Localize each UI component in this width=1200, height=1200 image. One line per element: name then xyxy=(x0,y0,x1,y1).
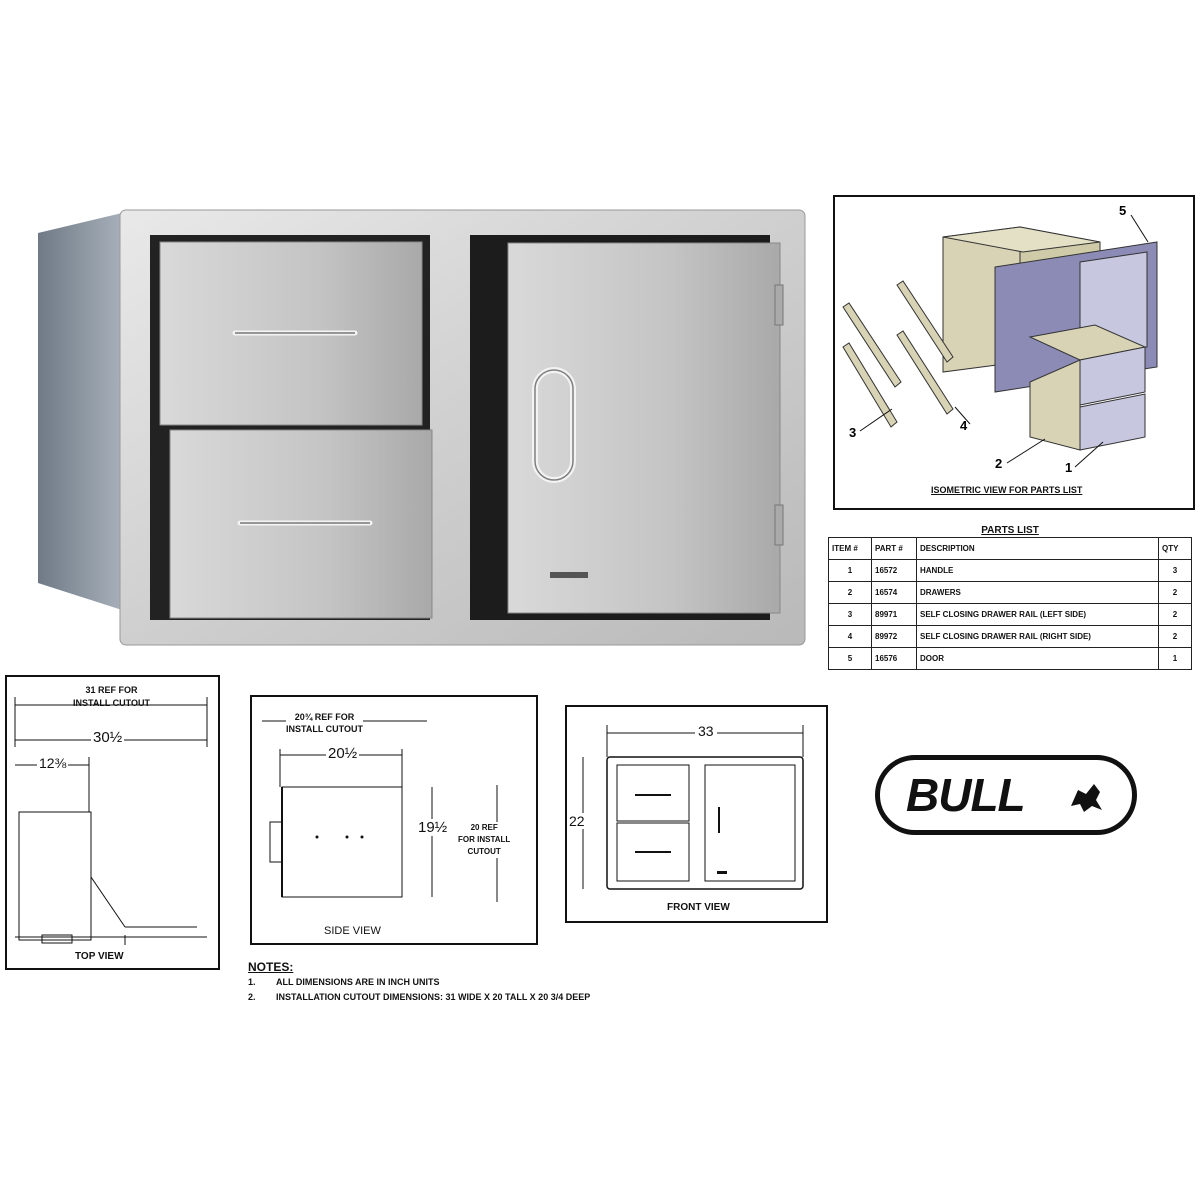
front-height-dim: 22 xyxy=(569,813,585,829)
front-view-drawing xyxy=(582,725,804,890)
notes: NOTES: 1. ALL DIMENSIONS ARE IN INCH UNIT… xyxy=(248,960,590,1005)
cell-item: 4 xyxy=(828,625,872,648)
top-view-drawing xyxy=(14,697,208,945)
rail-left-upper xyxy=(842,302,902,388)
callout-leader-1 xyxy=(1074,441,1104,468)
cabinet-side xyxy=(38,213,122,610)
cell-part: 89972 xyxy=(871,625,917,648)
col-item: ITEM # xyxy=(828,537,872,560)
side-height-ref-line1: 20 REF xyxy=(470,823,498,832)
side-ref-label: 20¾ REF FOR INSTALL CUTOUT xyxy=(286,711,363,735)
parts-list-title: PARTS LIST xyxy=(981,525,1039,536)
isometric-drawing: 5 3 4 2 1 xyxy=(842,203,1158,475)
logo-text: BULL xyxy=(906,769,1026,821)
side-handle xyxy=(269,821,283,863)
side-height-ref: 20 REF FOR INSTALL CUTOUT xyxy=(458,822,511,858)
callout-leader-5 xyxy=(1130,214,1149,243)
cell-description: DRAWERS xyxy=(916,581,1159,604)
cell-part: 16574 xyxy=(871,581,917,604)
parts-list-table: PARTS LIST ITEM # PART # DESCRIPTION QTY… xyxy=(828,525,1192,670)
cell-qty: 2 xyxy=(1158,625,1192,648)
parts-header-row: ITEM # PART # DESCRIPTION QTY xyxy=(828,537,1192,560)
side-ref-line2: INSTALL CUTOUT xyxy=(286,724,363,734)
side-depth-dim: 20½ xyxy=(326,745,360,762)
cell-item: 3 xyxy=(828,603,872,626)
upper-hinge xyxy=(774,284,784,326)
side-view-caption: SIDE VIEW xyxy=(324,925,381,937)
front-door xyxy=(704,764,796,882)
bull-icon xyxy=(1071,784,1102,812)
note-text: ALL DIMENSIONS ARE IN INCH UNITS xyxy=(276,977,440,987)
callout-4: 4 xyxy=(960,418,968,433)
note-number: 1. xyxy=(248,977,256,987)
cell-item: 2 xyxy=(828,581,872,604)
note-item: 2. INSTALLATION CUTOUT DIMENSIONS: 31 WID… xyxy=(248,990,590,1005)
callout-leader-3 xyxy=(859,408,893,432)
front-width-dim: 33 xyxy=(695,723,717,739)
side-height-ref-line3: CUTOUT xyxy=(467,847,501,856)
door-badge xyxy=(550,572,588,578)
callout-leader-2 xyxy=(1006,438,1046,464)
note-number: 2. xyxy=(248,992,256,1002)
side-view-drawing xyxy=(262,720,498,902)
door xyxy=(507,242,781,614)
side-height-dim: 19½ xyxy=(418,819,448,836)
top-width-dim: 30½ xyxy=(91,729,125,746)
front-view-caption: FRONT VIEW xyxy=(667,902,730,913)
cell-description: SELF CLOSING DRAWER RAIL (RIGHT SIDE) xyxy=(916,625,1159,648)
cell-qty: 1 xyxy=(1158,647,1192,670)
front-view-panel: 33 22 FRONT VIEW xyxy=(565,705,828,923)
isometric-caption: ISOMETRIC VIEW FOR PARTS LIST xyxy=(931,485,1083,495)
table-row: 2 16574 DRAWERS 2 xyxy=(828,581,1192,604)
side-view-panel: 20¾ REF FOR INSTALL CUTOUT 20½ 19½ 20 RE… xyxy=(250,695,538,945)
note-item: 1. ALL DIMENSIONS ARE IN INCH UNITS xyxy=(248,975,590,990)
top-depth-dim: 12⅜ xyxy=(37,755,69,771)
cell-description: SELF CLOSING DRAWER RAIL (LEFT SIDE) xyxy=(916,603,1159,626)
side-ref-line1: 20¾ REF FOR xyxy=(294,712,355,722)
callout-leader-4 xyxy=(954,406,971,425)
side-height-ref-line2: FOR INSTALL xyxy=(458,835,511,844)
top-ref-line1: 31 REF FOR xyxy=(85,685,138,695)
table-row: 1 16572 HANDLE 3 xyxy=(828,559,1192,582)
cell-item: 5 xyxy=(828,647,872,670)
top-ref-line2: INSTALL CUTOUT xyxy=(73,698,150,708)
cell-qty: 3 xyxy=(1158,559,1192,582)
callout-2: 2 xyxy=(995,456,1002,471)
cell-qty: 2 xyxy=(1158,603,1192,626)
notes-title: NOTES: xyxy=(248,960,294,974)
cell-part: 89971 xyxy=(871,603,917,626)
cell-description: DOOR xyxy=(916,647,1159,670)
table-row: 3 89971 SELF CLOSING DRAWER RAIL (LEFT S… xyxy=(828,603,1192,626)
table-row: 5 16576 DOOR 1 xyxy=(828,647,1192,670)
handle-outline xyxy=(41,934,73,944)
rail-right-lower xyxy=(896,330,954,415)
drawer-outline xyxy=(18,811,92,941)
col-part: PART # xyxy=(871,537,917,560)
front-drawer-upper xyxy=(616,764,690,822)
top-view-caption: TOP VIEW xyxy=(75,951,124,962)
front-frame xyxy=(606,756,804,890)
bull-logo: BULL xyxy=(875,755,1137,835)
side-box xyxy=(281,786,403,898)
product-photo xyxy=(38,209,806,646)
callout-1: 1 xyxy=(1065,460,1072,475)
front-drawer-lower xyxy=(616,822,690,882)
cell-part: 16576 xyxy=(871,647,917,670)
cell-qty: 2 xyxy=(1158,581,1192,604)
top-ref-label: 31 REF FOR INSTALL CUTOUT xyxy=(73,684,150,710)
cell-description: HANDLE xyxy=(916,559,1159,582)
col-description: DESCRIPTION xyxy=(916,537,1159,560)
table-row: 4 89972 SELF CLOSING DRAWER RAIL (RIGHT … xyxy=(828,625,1192,648)
rail-left-lower xyxy=(842,342,898,428)
note-text: INSTALLATION CUTOUT DIMENSIONS: 31 WIDE … xyxy=(276,992,591,1002)
isometric-view-panel: 5 3 4 2 1 ISOMETRIC VIEW FOR PARTS LIST xyxy=(833,195,1195,510)
callout-3: 3 xyxy=(849,425,856,440)
callout-5: 5 xyxy=(1119,203,1126,218)
lower-hinge xyxy=(774,504,784,546)
rail-right-upper xyxy=(896,280,954,363)
cell-part: 16572 xyxy=(871,559,917,582)
col-qty: QTY xyxy=(1158,537,1192,560)
top-view-panel: 31 REF FOR INSTALL CUTOUT 30½ 12⅜ TOP VI… xyxy=(5,675,220,970)
cell-item: 1 xyxy=(828,559,872,582)
